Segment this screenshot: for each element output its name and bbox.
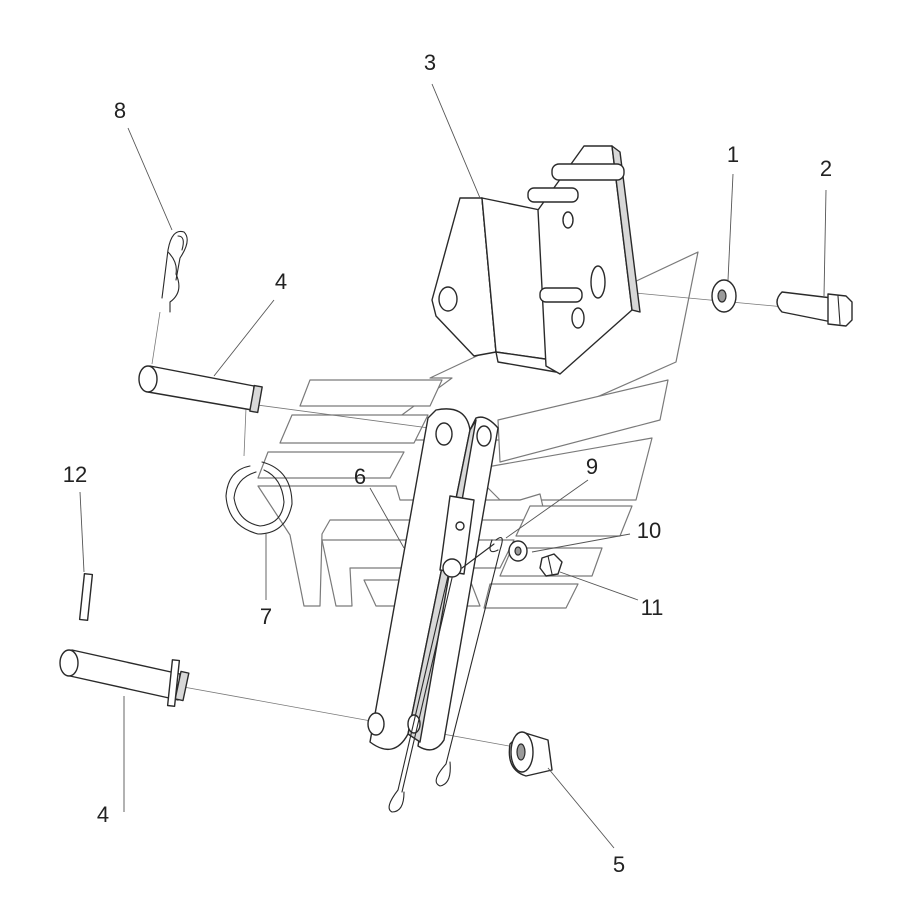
callout-3: 3 — [424, 50, 436, 75]
bushing-part-5 — [508, 731, 553, 777]
bolt-part-2 — [776, 291, 853, 327]
link-arms-part-6 — [367, 408, 499, 751]
callout-4-upper: 4 — [275, 269, 287, 294]
callout-7: 7 — [260, 604, 272, 629]
callout-11: 11 — [641, 595, 664, 620]
r-clip-part-8 — [161, 230, 188, 313]
roll-pin-part-12 — [78, 573, 94, 621]
callout-2: 2 — [820, 156, 832, 181]
pin-lower-part-4 — [59, 649, 190, 707]
screw-part-11 — [539, 553, 563, 577]
callout-9: 9 — [586, 454, 598, 479]
snap-ring-part-7 — [225, 461, 293, 535]
callout-labels: 1 2 3 4 4 5 6 7 8 9 10 11 12 — [63, 50, 832, 877]
callout-12: 12 — [63, 462, 87, 487]
lanyard-part-9 — [388, 537, 503, 813]
callout-5: 5 — [613, 852, 625, 877]
mounting-bracket-part-3 — [431, 145, 641, 375]
pin-upper-part-4 — [138, 365, 263, 414]
callout-8: 8 — [114, 98, 126, 123]
callout-4-lower: 4 — [97, 802, 109, 827]
leader-lines — [79, 83, 827, 849]
callout-1: 1 — [727, 142, 739, 167]
washer-part-1 — [711, 279, 737, 313]
washer-part-10 — [508, 540, 528, 562]
callout-10: 10 — [637, 518, 661, 543]
callout-6: 6 — [354, 464, 366, 489]
